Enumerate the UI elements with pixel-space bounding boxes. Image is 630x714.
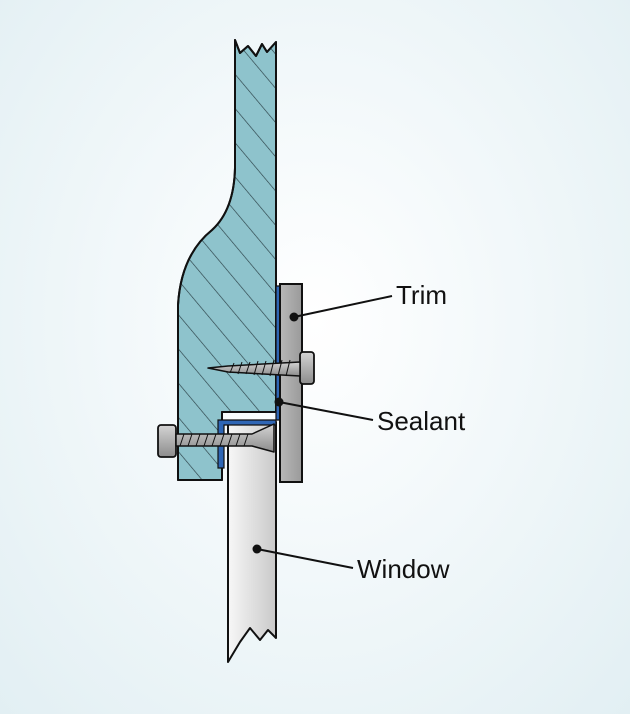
- window-label: Window: [357, 554, 450, 584]
- wood-frame: [177, 39, 277, 481]
- trim-label: Trim: [396, 280, 447, 310]
- trim-leader-line: [293, 295, 393, 318]
- sealant-callout: Sealant: [274, 397, 466, 436]
- sealant-leader-line: [278, 401, 374, 421]
- upper-screw: [207, 351, 315, 385]
- window-glass: [227, 421, 277, 663]
- window-callout: Window: [252, 544, 450, 584]
- sealant-label: Sealant: [377, 406, 466, 436]
- window-leader-line: [256, 548, 354, 569]
- trim-callout: Trim: [289, 280, 447, 322]
- lower-screw: [157, 423, 275, 458]
